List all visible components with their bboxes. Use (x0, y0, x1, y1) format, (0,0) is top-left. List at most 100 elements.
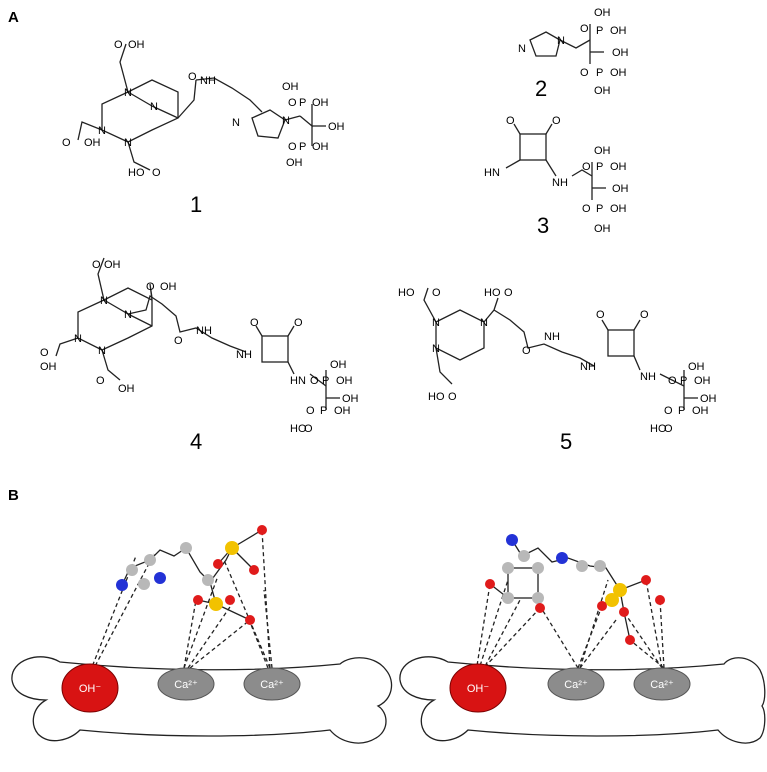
oxygen-atom (485, 579, 495, 589)
compound-5-atom: HO (484, 287, 501, 299)
calcium-label-left-1: Ca²⁺ (174, 679, 198, 691)
nitrogen-atom (154, 572, 166, 584)
carbon-atom (518, 550, 530, 562)
oxygen-atom (641, 575, 651, 585)
calcium-label-right-1: Ca²⁺ (564, 679, 588, 691)
oxygen-atom (257, 525, 267, 535)
compound-4-atom: OH (104, 259, 121, 271)
phosphorus-atom (209, 597, 223, 611)
compound-3-atom: OH (612, 183, 629, 195)
compound-3-atom: OH (594, 223, 611, 235)
compound-4-atom: OH (160, 281, 177, 293)
carbon-atom (532, 592, 544, 604)
compound-1-atom: HO (128, 167, 145, 179)
compound-1-atom: O (188, 71, 197, 83)
oxygen-atom (245, 615, 255, 625)
compound-5-atom: O (448, 391, 457, 403)
compound-5-atom: O (664, 405, 673, 417)
compound-1-atom: OH (128, 39, 145, 51)
compound-1-atom: N (124, 87, 132, 99)
oxygen-atom (225, 595, 235, 605)
oxygen-atom (535, 603, 545, 613)
compound-5-atom: N (432, 343, 440, 355)
compound-4-atom: OH (118, 383, 135, 395)
compound-5-atom: O (522, 345, 531, 357)
calcium-ion-right-2 (633, 667, 691, 701)
compound-5-atom: OH (700, 393, 717, 405)
compound-5-atom: NH (580, 361, 596, 373)
compound-label-2: 2 (535, 76, 547, 101)
carbon-atom (144, 554, 156, 566)
compound-label-5: 5 (560, 429, 572, 454)
compound-4-atom: O (294, 317, 303, 329)
compound-1-atom: N (232, 117, 240, 129)
compound-4-atom: O (250, 317, 259, 329)
compound-4-atom: N (98, 345, 106, 357)
compound-5-atom: OH (692, 405, 709, 417)
carbon-atom (138, 578, 150, 590)
compound-2-atom: N (557, 35, 565, 47)
compound-5-atom: OH (688, 361, 705, 373)
oxygen-atom (625, 635, 635, 645)
compound-5-structure (423, 287, 698, 410)
compound-5-atom: HO (650, 423, 667, 435)
compound-2-atom: O (580, 23, 589, 35)
oxygen-atom (213, 559, 223, 569)
compound-3-atom: O (506, 115, 515, 127)
calcium-label-left-2: Ca²⁺ (260, 679, 284, 691)
compound-4-atom: OH (334, 405, 351, 417)
compound-5-atom: O (664, 423, 673, 435)
compound-4-atom: O (304, 423, 313, 435)
hydroxide-ion-left (61, 663, 119, 713)
compound-1-atom: O (288, 97, 297, 109)
compound-5-atom: P (680, 375, 687, 387)
compound-1-atom: OH (328, 121, 345, 133)
compound-1-atom: O (114, 39, 123, 51)
compound-4-atom: O (92, 259, 101, 271)
compound-3-atom: P (596, 161, 603, 173)
compound-1-atom: N (124, 137, 132, 149)
compound-5-atom: O (432, 287, 441, 299)
compound-5-atom: HO (398, 287, 415, 299)
compound-4-atom: OH (40, 361, 57, 373)
compound-4-atom: O (306, 405, 315, 417)
compound-1-atom: O (152, 167, 161, 179)
compound-2-atom: P (596, 67, 603, 79)
bone-outline-right (399, 656, 766, 744)
compound-1-atom: O (62, 137, 71, 149)
compound-4-atom: O (174, 335, 183, 347)
carbon-atom (202, 574, 214, 586)
carbon-atom (502, 562, 514, 574)
compound-label-4: 4 (190, 429, 202, 454)
calcium-ion-left-1 (157, 667, 215, 701)
compound-2-atom: O (580, 67, 589, 79)
oxygen-atom (655, 595, 665, 605)
compound-1-atom: P (299, 141, 306, 153)
calcium-label-right-2: Ca²⁺ (650, 679, 674, 691)
compound-label-1: 1 (190, 192, 202, 217)
compound-3-atom: O (582, 161, 591, 173)
compound-1-structure (77, 43, 326, 171)
compound-1-atom: OH (282, 81, 299, 93)
compound-4-atom: O (40, 347, 49, 359)
nitrogen-atom (506, 534, 518, 546)
compound-4-atom: O (146, 281, 155, 293)
compound-5-atom: N (432, 317, 440, 329)
hydroxide-label-right: OH⁻ (467, 683, 490, 695)
compound-1-atom: OH (84, 137, 101, 149)
compound-3-atom: OH (594, 145, 611, 157)
compound-2-atom: OH (594, 85, 611, 97)
phosphorus-atom (605, 593, 619, 607)
phosphorus-atom (225, 541, 239, 555)
compound-1-atom: OH (312, 97, 329, 109)
compound-2-structure (529, 24, 604, 64)
carbon-atom (576, 560, 588, 572)
compound-4-atom: HN (290, 375, 306, 387)
carbon-atom (532, 562, 544, 574)
compound-2-atom: N (518, 43, 526, 55)
oxygen-atom (619, 607, 629, 617)
compound-1-atom: O (288, 141, 297, 153)
compound-4-atom: NH (236, 349, 252, 361)
hydroxide-ion-right (449, 663, 507, 713)
